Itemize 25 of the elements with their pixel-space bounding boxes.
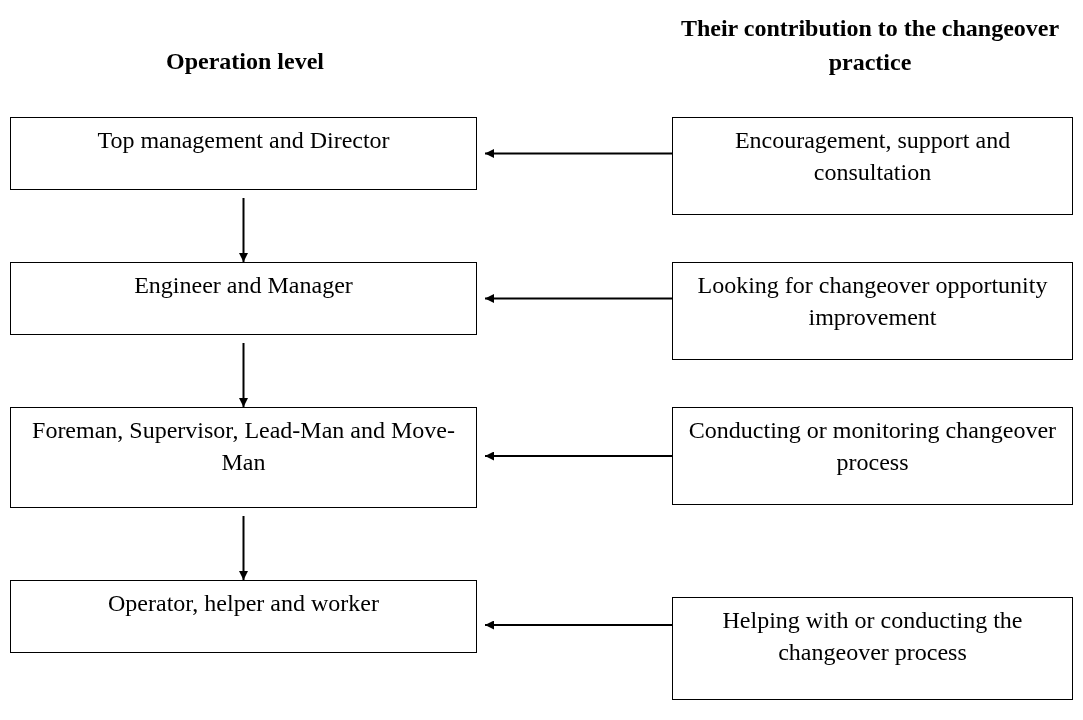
box-text: Encouragement, support and consultation	[733, 126, 1012, 188]
arrow	[484, 451, 673, 461]
text-box	[10, 407, 477, 508]
arrow	[484, 149, 673, 158]
text-box	[10, 117, 477, 190]
text-box	[672, 262, 1073, 360]
arrow	[239, 342, 248, 408]
arrow	[239, 515, 248, 581]
text-box	[672, 597, 1073, 700]
box-text: Engineer and Manager	[134, 271, 353, 300]
box-text: Conducting or monitoring changeover process	[687, 416, 1058, 478]
arrow	[239, 197, 248, 263]
box-text: Helping with or conducting the changeover process	[721, 606, 1024, 668]
text-box	[672, 117, 1073, 215]
arrow	[484, 620, 673, 630]
column-heading: Their contribution to the changeover practice	[679, 14, 1061, 77]
box-text: Operator, helper and worker	[108, 589, 379, 618]
column-heading: Operation level	[165, 47, 325, 76]
box-text: Foreman, Supervisor, Lead-Man and Move-Man	[31, 416, 456, 478]
box-text: Looking for changeover opportunity improvement	[696, 271, 1049, 333]
text-box	[10, 580, 477, 653]
box-text: Top management and Director	[97, 126, 390, 155]
text-box	[672, 407, 1073, 505]
arrow	[484, 294, 673, 303]
text-box	[10, 262, 477, 335]
